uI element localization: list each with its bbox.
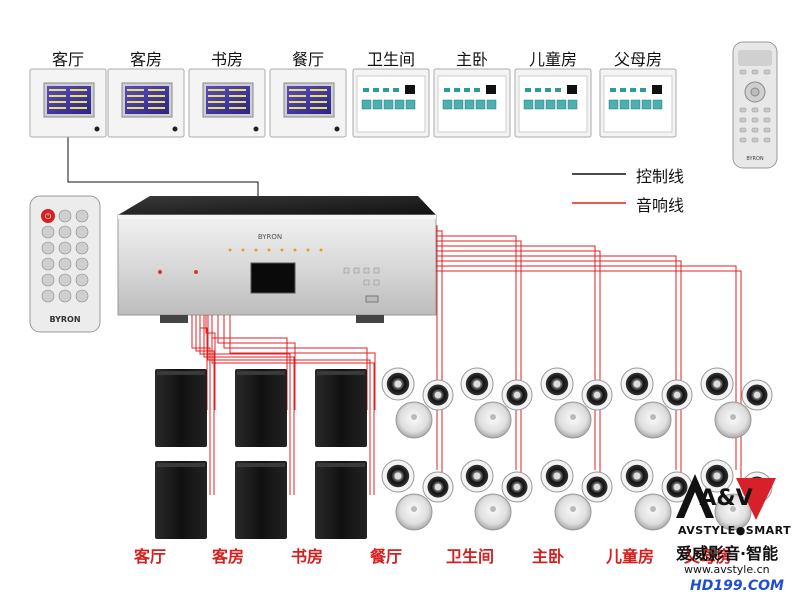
bookshelf-speaker (235, 461, 287, 539)
wall-panel-lcd (29, 68, 107, 138)
ceiling-speaker-driver (422, 471, 454, 503)
ceiling-speaker-grille (554, 493, 592, 531)
bookshelf-speaker-group (155, 369, 367, 539)
bottom-room-label: 主卧 (531, 547, 564, 566)
bookshelf-speaker (235, 369, 287, 447)
ceiling-speaker-grille (474, 401, 512, 439)
top-room-label: 儿童房 (528, 50, 577, 69)
ceiling-speaker-grille (714, 493, 752, 531)
top-room-label: 父母房 (613, 50, 662, 69)
ceiling-speaker-driver (700, 367, 734, 401)
ceiling-speaker-grille (634, 493, 672, 531)
ceiling-speaker-driver (381, 367, 415, 401)
watermark-logo-text: A&V (699, 486, 752, 511)
top-room-label: 书房 (210, 50, 243, 69)
ceiling-speaker-grille (395, 401, 433, 439)
amplifier-unit: BYRON (117, 196, 437, 323)
top-room-label: 餐厅 (291, 50, 324, 69)
remote-left-brand: BYRON (49, 315, 80, 324)
bookshelf-speaker (315, 461, 367, 539)
bottom-room-label: 餐厅 (369, 547, 402, 566)
legend-audio-label: 音响线 (636, 196, 685, 215)
remote-control-left: ⏻ BYRON (29, 195, 101, 333)
wall-panel-lcd (269, 68, 347, 138)
ceiling-speaker-driver (460, 367, 494, 401)
svg-text:⏻: ⏻ (45, 212, 52, 221)
watermark-tagline: AVSTYLE●SMART (678, 524, 792, 537)
wall-panel-row (29, 68, 677, 138)
audio-wiring (191, 225, 742, 495)
ceiling-speaker-driver (581, 471, 613, 503)
ceiling-speaker-grille (714, 401, 752, 439)
bookshelf-speaker (155, 369, 207, 447)
wall-panel-button (352, 68, 430, 138)
wall-panel-button (433, 68, 511, 138)
ceiling-speaker-driver (540, 459, 574, 493)
ceiling-speaker-driver (381, 459, 415, 493)
ceiling-speaker-driver (661, 379, 693, 411)
top-room-label: 客厅 (51, 50, 84, 69)
bookshelf-speaker (315, 369, 367, 447)
wall-panel-button (599, 68, 677, 138)
ceiling-speaker-grille (554, 401, 592, 439)
bottom-room-label: 儿童房 (605, 547, 654, 566)
watermark-site: HD199.COM (690, 578, 784, 594)
ceiling-speaker-grille (395, 493, 433, 531)
ceiling-speaker-driver (700, 459, 734, 493)
ceiling-speaker-grille (634, 401, 672, 439)
amplifier-display (250, 262, 296, 294)
remote-control-right: BYRON (732, 41, 778, 169)
ceiling-speaker-driver (501, 471, 533, 503)
wall-panel-lcd (188, 68, 266, 138)
top-room-label: 客房 (129, 50, 162, 69)
legend-control-label: 控制线 (636, 167, 685, 186)
amplifier-leds (228, 248, 323, 252)
remote-right-brand: BYRON (746, 156, 764, 162)
bottom-room-label: 书房 (290, 547, 323, 566)
bookshelf-speaker (155, 461, 207, 539)
amplifier-brand: BYRON (258, 233, 282, 241)
ceiling-speaker-driver (741, 379, 773, 411)
ceiling-speaker-driver (422, 379, 454, 411)
wall-panel-button (514, 68, 592, 138)
watermark-logo: A&V (676, 474, 776, 520)
ceiling-speaker-driver (620, 367, 654, 401)
ceiling-speaker-driver (540, 367, 574, 401)
watermark-url: www.avstyle.cn (684, 563, 770, 576)
ceiling-speaker-group (381, 367, 773, 531)
bottom-room-label: 卫生间 (445, 547, 494, 566)
bottom-room-label: 客房 (211, 547, 244, 566)
wall-panel-lcd (107, 68, 185, 138)
ceiling-speaker-driver (620, 459, 654, 493)
bottom-room-label: 父母房 (683, 547, 732, 566)
ceiling-speaker-driver (581, 379, 613, 411)
ceiling-speaker-grille (474, 493, 512, 531)
ceiling-speaker-driver (460, 459, 494, 493)
ceiling-speaker-driver (501, 379, 533, 411)
watermark-name: 爱威影音·智能 (676, 544, 779, 563)
top-room-label: 卫生间 (366, 50, 415, 69)
ceiling-speaker-driver (661, 471, 693, 503)
control-line-top (67, 136, 259, 196)
top-room-label: 主卧 (455, 50, 488, 69)
bottom-room-label: 客厅 (133, 547, 166, 566)
